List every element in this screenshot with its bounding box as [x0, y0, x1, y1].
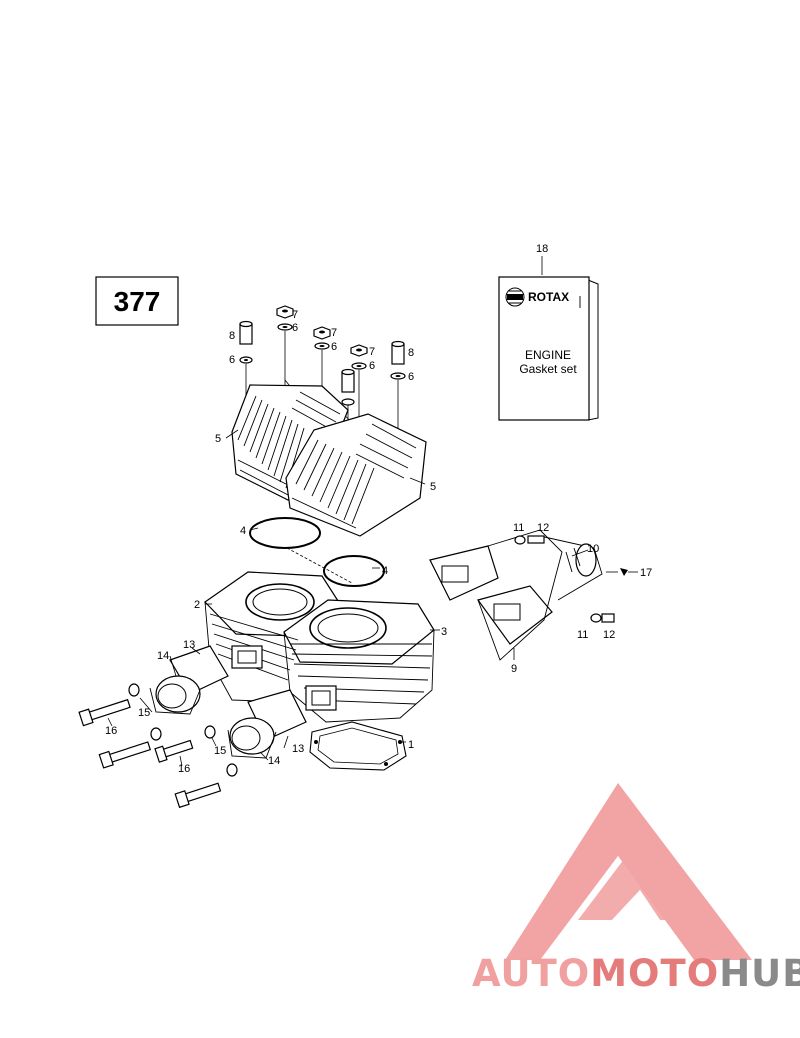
callout-12-upper: 12	[537, 522, 549, 534]
callout-4-upper: 4	[240, 525, 246, 537]
callout-1: 1	[408, 739, 414, 751]
cylinder-head-right	[285, 413, 427, 537]
callout-7-c: 7	[369, 346, 375, 358]
callout-9: 9	[511, 663, 517, 675]
watermark-text-auto: AUTO	[472, 952, 590, 995]
gasket-book-brand: ROTAX	[528, 290, 569, 304]
base-gasket	[309, 721, 407, 771]
intake-manifold-assembly	[429, 529, 628, 661]
rotax-logo-icon	[505, 287, 525, 307]
callout-13-upper: 13	[183, 639, 195, 651]
callout-6-right: 6	[408, 371, 414, 383]
callout-11-upper: 11	[513, 522, 524, 534]
callout-6-left: 6	[229, 354, 235, 366]
callout-14-upper: 14	[157, 650, 169, 662]
callout-6-c: 6	[369, 360, 375, 372]
callout-6-a: 6	[292, 322, 298, 334]
manifold-bolts	[78, 683, 238, 809]
gasket-book-line2: Gasket set	[519, 362, 577, 376]
callout-8-right: 8	[408, 347, 414, 359]
engine-code-text: 377	[114, 286, 161, 317]
callout-16-upper: 16	[105, 725, 117, 737]
engine-code-label: 377	[95, 276, 179, 326]
callout-11-lower: 11	[577, 629, 588, 641]
watermark-text-moto: MOTO	[590, 952, 719, 995]
svg-text:AUTOMOTOHUB: AUTOMOTOHUB	[472, 952, 800, 995]
callout-14-lower: 14	[268, 755, 280, 767]
gasket-set-booklet: ROTAX ENGINE Gasket set	[498, 256, 599, 421]
exhaust-flange-upper	[149, 645, 229, 715]
callout-5-right: 5	[430, 481, 436, 493]
callout-15-lower: 15	[214, 745, 226, 757]
watermark-logo: AUTOMOTOHUB	[472, 783, 800, 995]
leader-lines	[107, 429, 638, 767]
callout-18: 18	[536, 243, 548, 255]
callout-15-upper: 15	[138, 707, 150, 719]
callout-6-b: 6	[331, 341, 337, 353]
callout-12-lower: 12	[603, 629, 615, 641]
callout-10: 10	[587, 543, 599, 555]
callout-2: 2	[194, 599, 200, 611]
cylinder-block	[204, 571, 435, 723]
callout-3: 3	[441, 626, 447, 638]
callout-7-b: 7	[331, 327, 337, 339]
cylinder-head-left	[231, 384, 349, 501]
watermark-triangle-mark	[505, 783, 752, 960]
callout-4-lower: 4	[382, 565, 388, 577]
callout-5-left: 5	[215, 433, 221, 445]
exhaust-flange-lower	[227, 689, 307, 759]
watermark-text-hub: HUB	[719, 952, 800, 995]
callout-16-lower: 16	[178, 763, 190, 775]
callout-7-a: 7	[292, 309, 298, 321]
callout-labels: 18 8 6 7 6 7 6 7 6 8 6 5 5 4 4 2 3 1 9 1…	[105, 243, 652, 775]
callout-8-left: 8	[229, 330, 235, 342]
gasket-book-line1: ENGINE	[525, 348, 571, 362]
head-gaskets	[249, 517, 385, 587]
callout-13-lower: 13	[292, 743, 304, 755]
callout-17: 17	[640, 567, 652, 579]
